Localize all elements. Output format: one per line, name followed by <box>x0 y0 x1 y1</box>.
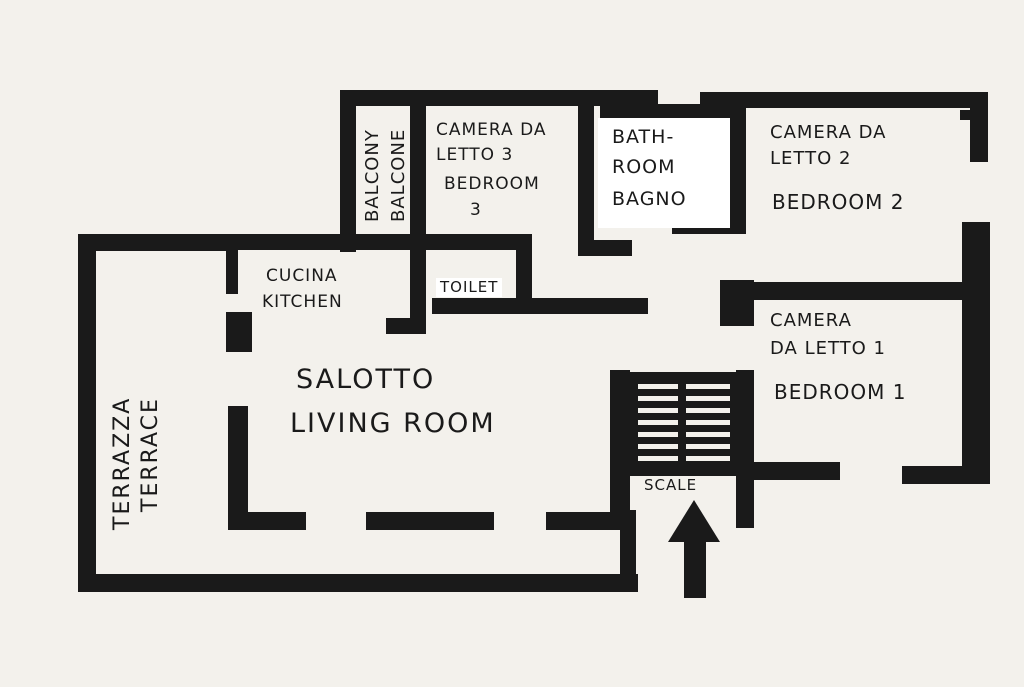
wall-kitchen-stub <box>226 312 252 352</box>
wall-bed3-right <box>578 96 594 256</box>
wall-top-right <box>700 92 988 108</box>
wall-bed1-bottom-right <box>902 466 990 484</box>
wall-balcony-right <box>410 96 426 252</box>
bath-fill <box>598 118 730 228</box>
wall-living-mid <box>366 512 494 530</box>
label-scale: SCALE <box>644 476 698 494</box>
wall-bed1-top <box>720 282 966 300</box>
label-bedroom-1: BEDROOM 1 <box>774 380 907 404</box>
label-bedroom-3-num: 3 <box>470 200 482 220</box>
wall-living-left-h <box>228 512 306 530</box>
wall-top-left <box>340 90 658 106</box>
label-bedroom-3: BEDROOM <box>444 174 540 194</box>
label-balcone: BALCONE <box>388 128 409 222</box>
wall-bottom <box>78 574 638 592</box>
wall-bed2-hook <box>960 110 986 120</box>
stairs-icon <box>630 372 736 476</box>
label-living-room: LIVING ROOM <box>290 408 496 439</box>
wall-kitchen-step <box>386 318 426 334</box>
wall-bed1-bottom-left <box>752 462 840 480</box>
wall-living-bottom-right <box>620 510 636 592</box>
wall-living-right-h <box>546 512 630 530</box>
wall-bed2-right <box>970 92 988 162</box>
label-terrace: TERRACE <box>138 397 163 512</box>
wall-kitchen-right <box>410 248 426 334</box>
wall-balcony-left <box>340 90 356 252</box>
wall-toilet-right <box>516 240 532 300</box>
wall-bed1-right <box>962 222 990 484</box>
wall-corridor <box>432 298 648 314</box>
wall-terrace-left <box>78 234 96 592</box>
label-cucina: CUCINA <box>266 266 338 286</box>
label-salotto: SALOTTO <box>296 364 436 395</box>
wall-terrace-top <box>78 234 228 251</box>
label-camera-2: CAMERA DA <box>770 122 887 143</box>
wall-stair-left <box>610 370 630 528</box>
label-balcony: BALCONY <box>362 129 383 222</box>
label-camera-1: CAMERA <box>770 310 852 331</box>
label-bagno: BAGNO <box>612 188 687 210</box>
label-letto-2: LETTO 2 <box>770 148 852 169</box>
arrow-up-icon <box>668 500 720 598</box>
label-kitchen: KITCHEN <box>262 292 343 312</box>
label-camera-3: CAMERA DA <box>436 120 547 140</box>
label-bath: BATH- <box>612 126 675 148</box>
wall-living-left-v <box>228 406 248 530</box>
wall-bath-right <box>730 104 746 232</box>
wall-bed1-left-stub <box>720 280 754 326</box>
label-bedroom-2: BEDROOM 2 <box>772 190 905 214</box>
wall-bath-bottom-left <box>578 240 632 256</box>
label-letto-1: DA LETTO 1 <box>770 338 886 359</box>
label-room: ROOM <box>612 156 676 178</box>
wall-stair-bottom-right <box>736 370 754 528</box>
wall-kitchen-top <box>226 234 532 250</box>
label-letto-3: LETTO 3 <box>436 145 514 165</box>
label-terrazza: TERRAZZA <box>110 396 135 530</box>
label-toilet: TOILET <box>436 278 503 297</box>
